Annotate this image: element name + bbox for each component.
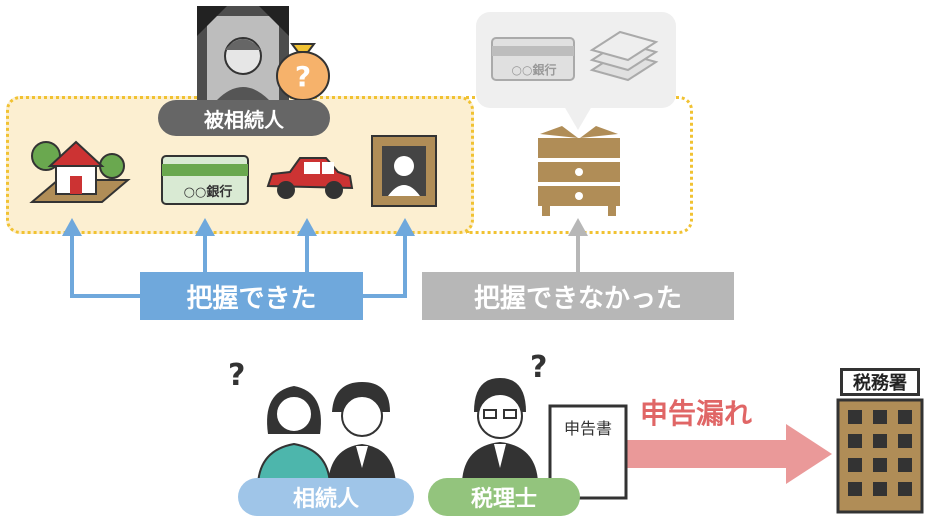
svg-text:?: ? bbox=[295, 60, 311, 93]
known-label: 把握できた bbox=[140, 272, 363, 320]
arrow-to-house bbox=[70, 232, 140, 298]
cash-stack-icon bbox=[589, 30, 659, 82]
svg-text:申告書: 申告書 bbox=[564, 419, 612, 438]
chest-icon bbox=[538, 126, 620, 216]
omission-label: 申告漏れ bbox=[640, 397, 753, 430]
tax-accountant-label: 税理士 bbox=[428, 478, 580, 516]
svg-text:○○銀行: ○○銀行 bbox=[184, 184, 233, 200]
portrait-icon bbox=[197, 6, 289, 106]
heirs-label: 相続人 bbox=[238, 478, 414, 516]
tax-accountant-icon bbox=[462, 378, 538, 482]
car-icon bbox=[266, 157, 354, 199]
money-bag-icon: ? bbox=[276, 43, 330, 101]
painting-icon bbox=[371, 135, 437, 207]
tax-office-sign: 税務署 bbox=[840, 368, 920, 396]
house-icon bbox=[29, 140, 131, 203]
heirs-icon bbox=[256, 382, 396, 484]
svg-text:○○銀行: ○○銀行 bbox=[512, 62, 557, 77]
document-icon: 申告書 bbox=[548, 404, 628, 500]
omission-arrow bbox=[614, 424, 832, 484]
tax-question-mark: ? bbox=[530, 350, 548, 385]
bank-book-hidden-icon: ○○銀行 bbox=[491, 37, 575, 81]
decedent-label: 被相続人 bbox=[158, 100, 330, 136]
arrow-to-painting bbox=[363, 232, 407, 298]
bank-book-icon: ○○銀行 bbox=[161, 155, 249, 205]
heirs-question-mark: ? bbox=[228, 358, 246, 393]
tax-office-icon bbox=[836, 398, 924, 514]
unknown-label: 把握できなかった bbox=[422, 272, 734, 320]
